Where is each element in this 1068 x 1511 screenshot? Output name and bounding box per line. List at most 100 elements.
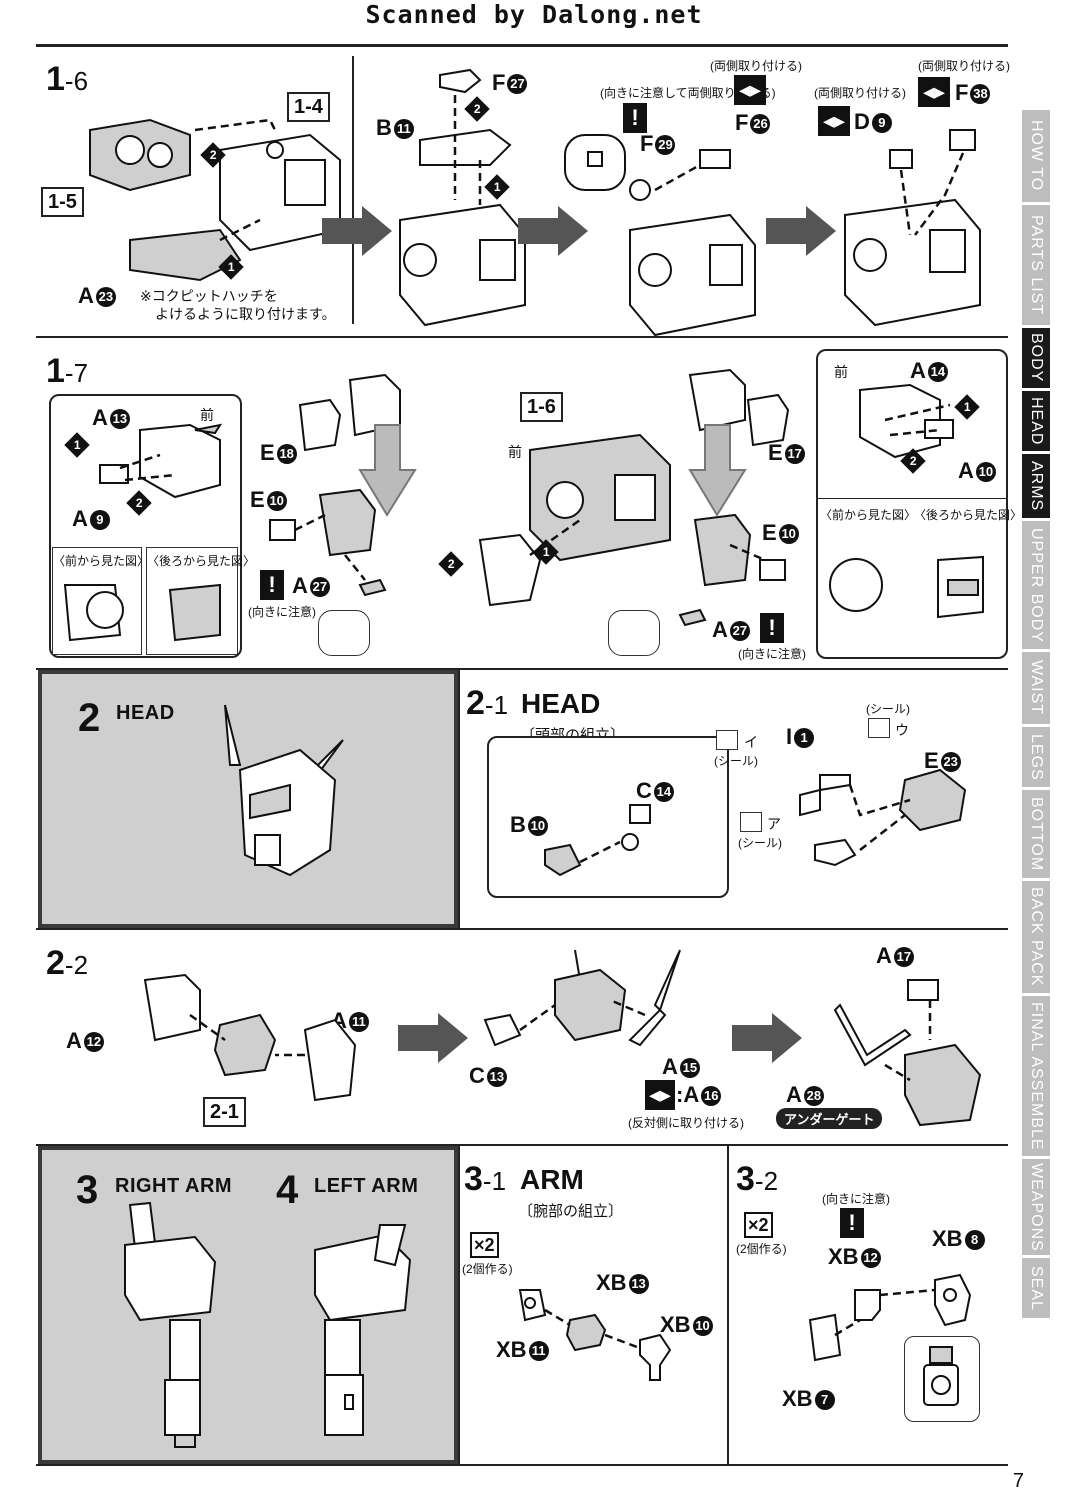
head-overview-illustration [224,704,344,877]
seal-note: (シール) [738,836,782,850]
tab-bottom[interactable]: BOTTOM [1022,790,1050,878]
body-core-step-d-illustration [844,129,981,327]
section-rule [36,336,1008,338]
seal-a-label: ア [767,816,781,832]
section-rule [36,928,1008,930]
back-view-caption: 〈後ろから見た図〉 [147,554,256,568]
step-3-title: RIGHT ARM [115,1175,233,1197]
tab-label: HEAD [1028,396,1045,446]
step-3-1-jp: 〔腕部の組立〕 [518,1203,624,1220]
tab-label: BOTTOM [1028,796,1045,872]
divider [458,1146,460,1464]
frame-e18-e10-illustration [269,373,401,597]
head-2-2b-illustration [483,949,681,1047]
front-label: 前 [200,407,214,423]
tab-label: UPPER BODY [1028,527,1045,643]
step-2-2-number: 2-2 [46,944,89,982]
tab-weapons[interactable]: WEAPONS [1022,1159,1050,1255]
section-tabs: HOW TO PARTS LIST BODY HEAD ARMS UPPER BODY WA… [1022,110,1050,1321]
tab-back-pack[interactable]: BACK PACK [1022,881,1050,993]
step-2-number: 2 [78,696,101,740]
body-core-1-7-illustration [478,433,671,607]
tab-legs[interactable]: LEGS [1022,727,1050,787]
caution-icon: ! [840,1208,864,1238]
step-1-6-number: 1-6 [46,60,89,98]
careful-note: (向きに注意) [248,605,316,619]
divider [352,56,354,324]
tab-upper-body[interactable]: UPPER BODY [1022,521,1050,649]
seal-i-label: イ [744,734,758,750]
careful-both-note: (向きに注意して両側取り付ける) [600,86,776,100]
opposite-note: (反対側に取り付ける) [628,1116,744,1130]
tab-final-assemble[interactable]: FINAL ASSEMBLE [1022,996,1050,1156]
step-3-2-number: 3-2 [736,1160,779,1198]
tab-label: ARMS [1028,460,1045,512]
tab-label: PARTS LIST [1028,214,1045,316]
tab-parts-list[interactable]: PARTS LIST [1022,205,1050,325]
seal-u-icon [868,718,890,738]
tab-head[interactable]: HEAD [1022,391,1050,451]
frame-a14-illustration [859,383,954,459]
down-arrow-icon [688,424,747,517]
back-view-box: 〈後ろから見た図〉 [146,547,256,655]
make-two-badge: ×2 [744,1212,773,1238]
tab-seal[interactable]: SEAL [1022,1258,1050,1318]
seal-note: (シール) [866,702,910,716]
step-1-7-number: 1-7 [46,352,89,390]
back-view-caption: 〈後ろから見た図〉 [914,508,1023,522]
step-2-1-title: HEAD [521,688,601,719]
tab-label: SEAL [1028,1265,1045,1311]
tab-waist[interactable]: WAIST [1022,652,1050,724]
right-arm-illustration [124,1201,217,1448]
page-number: 7 [1012,1470,1024,1492]
both-sides-icon: ◂▸ [918,77,950,107]
seal-i-icon [716,730,738,750]
tab-arms[interactable]: ARMS [1022,454,1050,518]
front-view-caption: 〈前から見た図〉 [820,508,917,522]
make-two-note: (2個作る) [736,1242,787,1256]
tab-body[interactable]: BODY [1022,328,1050,388]
cockpit-note-1: ※コクピットハッチを [140,288,278,304]
both-sides-note: (両側取り付ける) [918,59,1010,73]
head-inner-panel [487,736,729,898]
tab-how-to[interactable]: HOW TO [1022,110,1050,202]
tab-label: HOW TO [1028,120,1045,192]
ref-box-1-5: 1-5 [41,187,84,217]
cockpit-note-2: よけるように取り付けます。 [155,306,336,322]
divider [458,670,460,928]
both-sides-note: (両側取り付ける) [710,59,802,73]
step-3-number: 3 [76,1168,99,1212]
seal-note: (シール) [714,754,758,768]
next-arrow-icon [766,206,836,256]
undergate-badge: アンダーゲート [776,1108,883,1129]
ref-box-1-6: 1-6 [520,392,563,422]
head-2-2a-illustration [143,973,357,1102]
left-arm-illustration [314,1224,412,1436]
seal-a-icon [740,812,762,832]
scan-credit: Scanned by Dalong.net [365,0,703,29]
body-core-step-b-illustration [399,68,526,327]
ref-box-2-1: 2-1 [203,1097,246,1127]
careful-note: (向きに注意) [822,1192,890,1206]
step-2-title: HEAD [116,702,175,724]
